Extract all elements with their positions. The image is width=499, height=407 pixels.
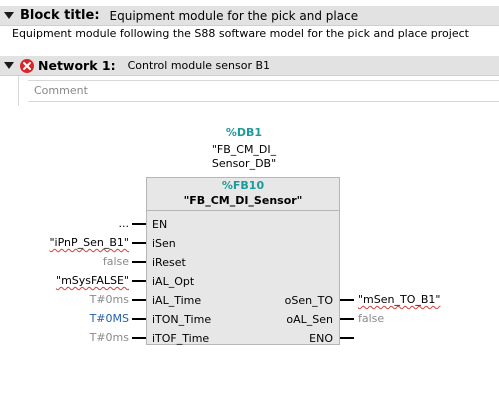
function-block-name: "FB_CM_DI_Sensor" bbox=[183, 194, 303, 207]
function-block-box[interactable]: %FB10 "FB_CM_DI_Sensor" EN iSen iReset i… bbox=[146, 177, 340, 345]
input-value-ial-opt[interactable]: "mSysFALSE" bbox=[56, 274, 129, 287]
input-wire-ireset bbox=[132, 261, 146, 263]
input-value-ireset[interactable]: false bbox=[102, 255, 129, 268]
input-wire-isen bbox=[132, 242, 146, 244]
output-wire-eno bbox=[340, 337, 354, 339]
input-value-en[interactable]: ... bbox=[118, 217, 130, 230]
output-pin-eno[interactable]: ENO bbox=[309, 332, 333, 345]
output-pin-osen-to[interactable]: oSen_TO bbox=[284, 294, 333, 307]
output-value-oal-sen[interactable]: false bbox=[358, 312, 385, 325]
block-title-header[interactable]: Block title: Equipment module for the pi… bbox=[0, 6, 499, 26]
network-label: Network 1: bbox=[38, 58, 116, 73]
block-comment[interactable]: Equipment module following the S88 softw… bbox=[12, 27, 469, 40]
input-value-isen[interactable]: "iPnP_Sen_B1" bbox=[49, 236, 130, 249]
input-wire-iton-time bbox=[132, 318, 146, 320]
output-wire-oal-sen bbox=[340, 318, 354, 320]
input-pin-ial-time[interactable]: iAL_Time bbox=[152, 294, 202, 307]
network-header[interactable]: Network 1: Control module sensor B1 bbox=[0, 56, 499, 76]
input-pin-ireset[interactable]: iReset bbox=[152, 256, 186, 269]
input-wire-ial-time bbox=[132, 299, 146, 301]
function-block-id: %FB10 bbox=[221, 179, 265, 192]
input-pin-en[interactable]: EN bbox=[152, 218, 168, 231]
network-comment-field[interactable]: Comment bbox=[28, 80, 499, 102]
error-icon bbox=[20, 58, 34, 73]
function-block-header: %FB10 "FB_CM_DI_Sensor" bbox=[147, 178, 339, 211]
input-wire-en bbox=[132, 223, 146, 225]
output-pin-oal-sen[interactable]: oAL_Sen bbox=[286, 313, 333, 326]
network-title[interactable]: Control module sensor B1 bbox=[127, 59, 271, 72]
collapse-triangle-icon[interactable] bbox=[4, 12, 14, 19]
input-pin-iton-time[interactable]: iTON_Time bbox=[152, 313, 212, 326]
input-value-iton-time[interactable]: T#0MS bbox=[89, 312, 129, 325]
collapse-triangle-icon[interactable] bbox=[4, 62, 14, 69]
output-wire-osen-to bbox=[340, 299, 354, 301]
comment-left-divider bbox=[18, 76, 20, 106]
input-value-ial-time[interactable]: T#0ms bbox=[89, 293, 129, 306]
block-title-value[interactable]: Equipment module for the pick and place bbox=[109, 8, 359, 23]
input-pin-ial-opt[interactable]: iAL_Opt bbox=[152, 275, 195, 288]
instance-db-id[interactable]: %DB1 bbox=[225, 126, 263, 139]
input-wire-ial-opt bbox=[132, 280, 146, 282]
output-value-osen-to[interactable]: "mSen_TO_B1" bbox=[358, 293, 441, 306]
input-pin-isen[interactable]: iSen bbox=[152, 237, 176, 250]
input-pin-itof-time[interactable]: iTOF_Time bbox=[152, 332, 210, 345]
input-value-itof-time[interactable]: T#0ms bbox=[89, 331, 129, 344]
input-wire-itof-time bbox=[132, 337, 146, 339]
instance-db-name-line1[interactable]: "FB_CM_DI_ bbox=[211, 143, 277, 156]
block-title-label: Block title: bbox=[20, 8, 100, 23]
network-comment-placeholder: Comment bbox=[34, 84, 88, 97]
instance-db-name-line2[interactable]: Sensor_DB" bbox=[211, 157, 277, 170]
